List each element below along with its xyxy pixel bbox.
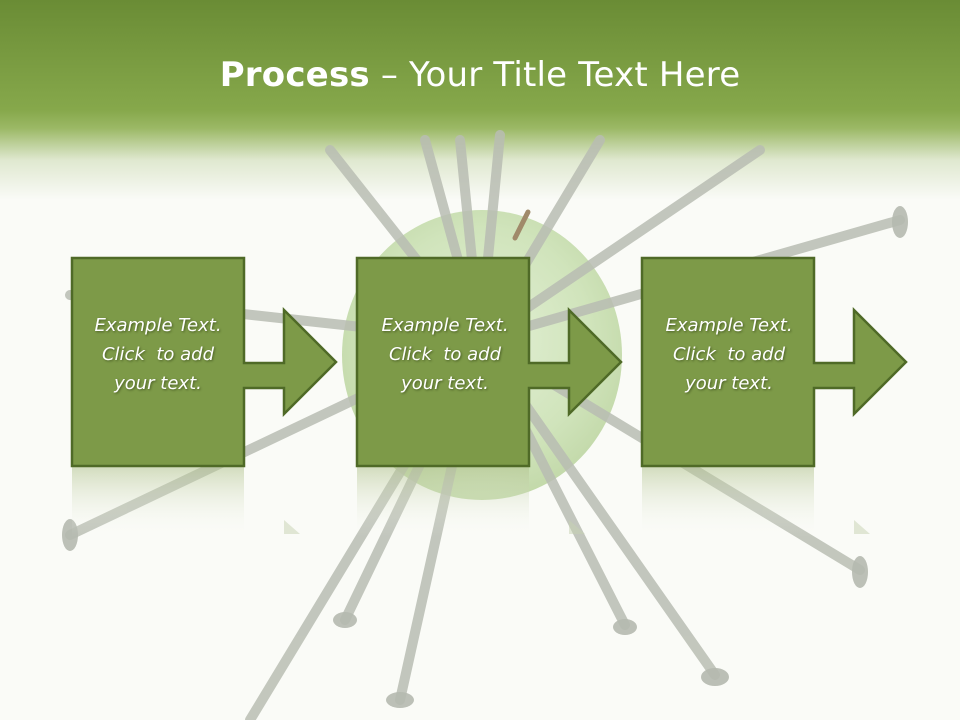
title-band — [0, 0, 960, 200]
arrow-2-reflection — [569, 520, 585, 534]
step-2-line-3: your text. — [401, 373, 489, 394]
step-1-reflection — [72, 467, 244, 537]
title-bold: Process — [219, 55, 370, 95]
step-2-line-1: Example Text. — [381, 315, 509, 336]
step-1-line-1: Example Text. — [94, 315, 222, 336]
step-2-text[interactable]: Example Text. Click to add your text. — [359, 311, 531, 398]
apple-stem — [512, 209, 531, 241]
step-1-text[interactable]: Example Text. Click to add your text. — [72, 311, 244, 398]
step-1-line-3: your text. — [114, 373, 202, 394]
step-1-box[interactable] — [70, 256, 338, 468]
step-3-text[interactable]: Example Text. Click to add your text. — [643, 311, 815, 398]
arrow-3-reflection — [854, 520, 870, 534]
step-3-line-2: Click to add — [672, 344, 785, 365]
step-2-box[interactable] — [355, 256, 623, 468]
arrow-1-reflection — [284, 520, 300, 534]
step-3-box[interactable] — [640, 256, 908, 468]
step-3-reflection — [642, 467, 814, 537]
step-1-line-2: Click to add — [101, 344, 214, 365]
step-3-line-1: Example Text. — [665, 315, 793, 336]
step-2-line-2: Click to add — [388, 344, 501, 365]
step-3-line-3: your text. — [685, 373, 773, 394]
title-rest: – Your Title Text Here — [369, 55, 741, 95]
step-2-reflection — [357, 467, 529, 537]
slide-title[interactable]: Process – Your Title Text Here — [0, 52, 960, 98]
